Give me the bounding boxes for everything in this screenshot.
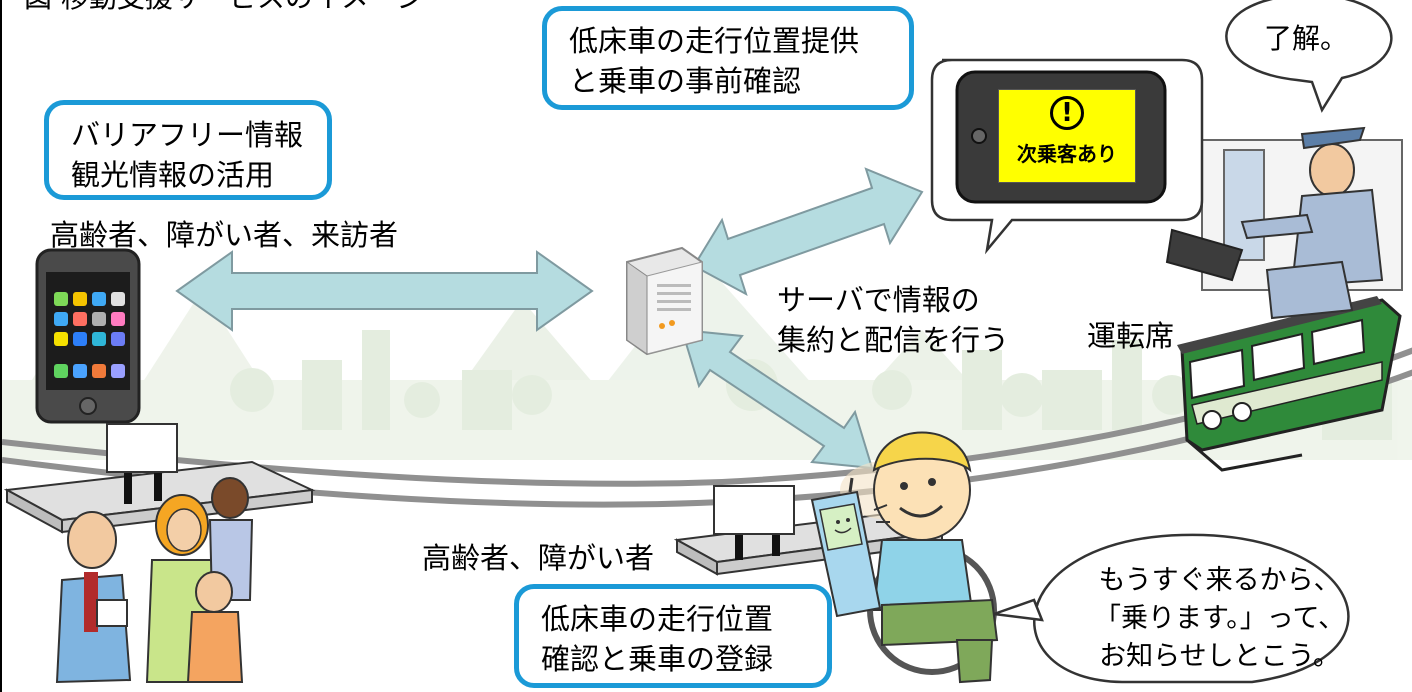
label-server: サーバで情報の 集約と配信を行う xyxy=(777,283,1010,357)
driver-reply-text: 了解。 xyxy=(1264,22,1349,55)
exclamation-icon: ! xyxy=(1050,96,1084,130)
arrow-phone-server xyxy=(175,250,594,332)
passenger-thought-text: もうすぐ来るから、 「乗ります。」って、 お知らせしとこう。 xyxy=(1094,565,1346,672)
wheelchair-passenger-illustration xyxy=(810,431,999,684)
callout-position-confirm: 低床車の走行位置 確認と乗車の登録 xyxy=(514,584,832,688)
people-group-illustration xyxy=(55,477,254,684)
label-users-bottom: 高齢者、障がい者 xyxy=(422,541,655,575)
driver-illustration xyxy=(1165,126,1403,320)
tram-illustration xyxy=(1177,296,1402,472)
label-driver-seat: 運転席 xyxy=(1087,319,1175,353)
mobile-phone-icon xyxy=(810,477,890,618)
driver-speech-bubble xyxy=(1225,0,1393,113)
label-users-top: 高齢者、障がい者、来訪者 xyxy=(50,218,399,252)
passenger-speech-bubble xyxy=(993,533,1350,684)
callout-position-provide: 低床車の走行位置提供 と乗車の事前確認 xyxy=(542,6,914,110)
smartphone-icon xyxy=(35,248,141,424)
figure-title: 図 移動支援サービスのイメージ xyxy=(24,0,424,18)
callout-barrier-free-info: バリアフリー情報 観光情報の活用 xyxy=(44,100,332,200)
next-passenger-alert-text: 次乗客あり xyxy=(1017,142,1117,166)
arrow-server-tram xyxy=(692,167,924,297)
server-icon xyxy=(626,246,703,356)
screen-alert-panel: ! 次乗客あり xyxy=(998,89,1136,183)
